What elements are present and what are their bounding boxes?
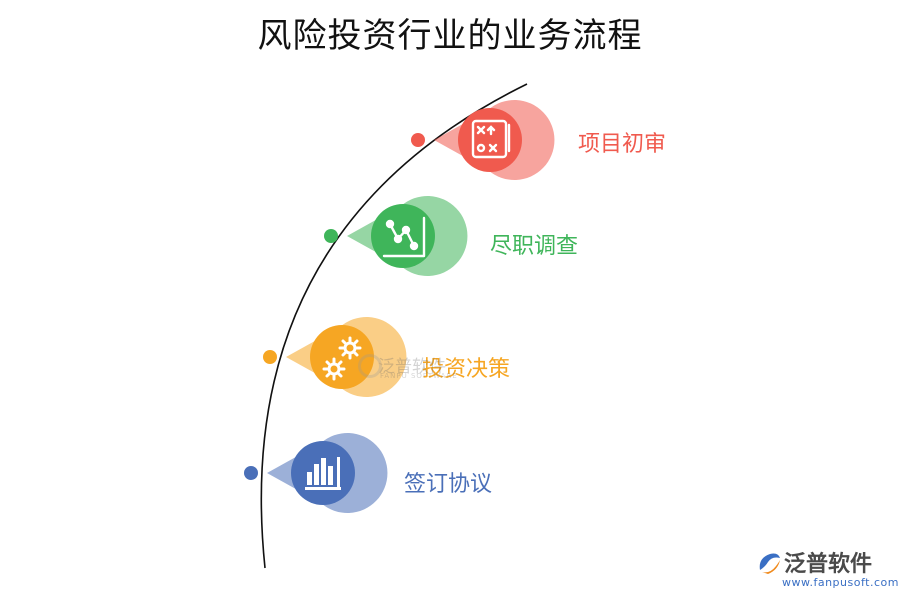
step-3-badge <box>310 325 374 389</box>
brand-url: www.fanpusoft.com <box>782 576 899 589</box>
step-1-badge <box>458 108 522 172</box>
step-3-dot <box>263 350 277 364</box>
bar-chart-icon <box>305 457 341 490</box>
checklist-board-icon <box>471 119 511 159</box>
step-2-badge <box>371 204 435 268</box>
brand-logo: 泛普软件 www.fanpusoft.com <box>756 546 898 592</box>
step-1-dot <box>411 133 425 147</box>
step-label-investment-decision: 投资决策 <box>422 357 511 382</box>
step-label-sign-agreement: 签订协议 <box>404 472 493 497</box>
timeline-arc <box>260 83 528 569</box>
step-3-marker <box>263 317 407 397</box>
step-label-due-diligence: 尽职调查 <box>490 234 579 259</box>
step-2-dot <box>324 229 338 243</box>
line-chart-icon <box>382 216 426 258</box>
step-4-marker <box>244 433 388 513</box>
fanpu-logo-icon <box>759 553 780 574</box>
step-label-project-review: 项目初审 <box>578 132 667 157</box>
step-4-dot <box>244 466 258 480</box>
brand-name: 泛普软件 <box>784 552 873 577</box>
gears-icon <box>322 336 362 381</box>
step-2-marker <box>324 196 468 276</box>
page-title: 风险投资行业的业务流程 <box>257 16 643 56</box>
step-1-marker <box>411 100 555 180</box>
